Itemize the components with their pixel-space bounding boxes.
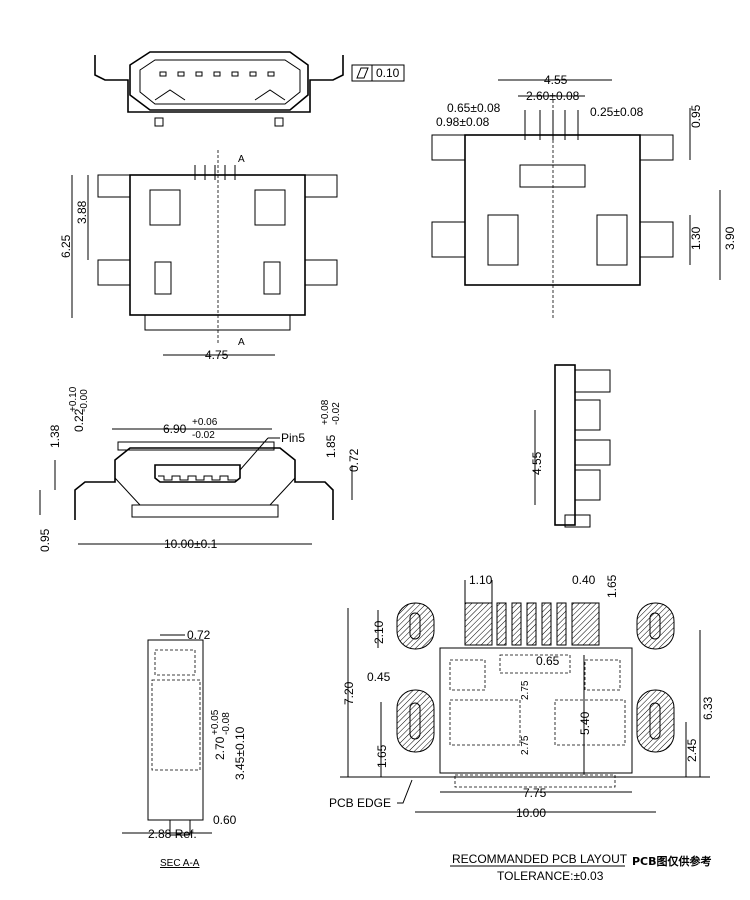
front-view: 6.90 +0.06 -0.02 Pin5 1.38 0.22 +0.10 -0… — [38, 386, 361, 552]
tol-0-22-up: +0.10 — [68, 386, 79, 412]
dim-6-90: 6.90 — [163, 422, 187, 436]
pcb-dim-7-75: 7.75 — [523, 786, 547, 800]
dim-1-85: 1.85 — [324, 434, 338, 458]
dim-0-22: 0.22 — [72, 408, 86, 432]
flatness-tolerance-frame: 0.10 — [351, 64, 405, 82]
dim-0-65: 0.65±0.08 — [447, 101, 501, 115]
section-mark-a-bottom: A — [238, 337, 245, 348]
dim-0-72-sec: 0.72 — [187, 628, 211, 642]
dim-0-95: 0.95 — [689, 104, 703, 128]
top-right-view: 4.55 2.60±0.08 0.65±0.08 0.98±0.08 0.25±… — [431, 73, 737, 320]
dim-0-98: 0.98±0.08 — [436, 115, 490, 129]
usb-receptacle-opening — [154, 464, 241, 483]
tol-0-22-dn: -0.00 — [79, 389, 90, 412]
pcb-edge-label: PCB EDGE — [329, 796, 391, 810]
dim-4-55-side: 4.55 — [530, 451, 544, 475]
pcb-tolerance: TOLERANCE:±0.03 — [497, 869, 604, 883]
tol-6-90-up: +0.06 — [192, 417, 218, 428]
dim-2-70: 2.70 — [213, 736, 227, 760]
dim-1-30: 1.30 — [689, 226, 703, 250]
dim-3-90: 3.90 — [723, 226, 737, 250]
dim-0-72: 0.72 — [347, 448, 361, 472]
dim-0-25: 0.25±0.08 — [590, 105, 644, 119]
top-view: A A 3.88 6.25 4.75 — [59, 150, 338, 362]
dim-0-60: 0.60 — [213, 813, 237, 827]
dim-3-45: 3.45±0.10 — [233, 726, 247, 780]
pcb-dim-0-65: 0.65 — [536, 654, 560, 668]
section-mark-a-top: A — [238, 154, 245, 165]
dim-0-95: 0.95 — [38, 528, 52, 552]
pcb-dim-6-33: 6.33 — [701, 696, 715, 720]
dim-10-00: 10.00±0.1 — [164, 537, 218, 551]
pcb-dim-2-45: 2.45 — [685, 738, 699, 762]
tol-1-85-up: +0.08 — [320, 399, 331, 425]
dim-6-25: 6.25 — [59, 234, 73, 258]
side-view: 4.55 — [530, 364, 611, 528]
pcb-dim-5-40: 5.40 — [578, 711, 592, 735]
front-outline-view: 0.10 — [94, 51, 405, 127]
pcb-dim-1-65-top: 1.65 — [605, 574, 619, 598]
dim-4-75: 4.75 — [205, 348, 229, 362]
section-view: 0.72 2.70 +0.05 -0.08 3.45±0.10 0.60 2.8… — [122, 628, 247, 869]
pcb-reference-note: PCB图仅供参考 — [632, 854, 712, 868]
dim-2-60: 2.60±0.08 — [526, 89, 580, 103]
dim-3-88: 3.88 — [75, 200, 89, 224]
pcb-dim-10-00: 10.00 — [516, 806, 546, 820]
pcb-layout-title: RECOMMANDED PCB LAYOUT — [452, 852, 628, 866]
flatness-icon — [356, 67, 369, 79]
tol-2-70-dn: -0.08 — [221, 712, 232, 735]
tol-2-70-up: +0.05 — [210, 709, 221, 735]
pcb-dim-1-65: 1.65 — [375, 744, 389, 768]
flatness-value: 0.10 — [376, 66, 400, 80]
pcb-dim-2-75-b: 2.75 — [520, 735, 531, 755]
dim-1-38: 1.38 — [48, 424, 62, 448]
pcb-dim-2-10: 2.10 — [372, 620, 386, 644]
pcb-layout: 1.10 0.40 1.65 2.10 7.20 0.45 0.65 2.75 … — [329, 573, 715, 883]
tol-1-85-dn: -0.02 — [331, 402, 342, 425]
pcb-dim-2-75-a: 2.75 — [520, 680, 531, 700]
pin5-label: Pin5 — [281, 431, 305, 445]
dim-2-88: 2.88 Ref. — [148, 827, 197, 841]
dim-4-55: 4.55 — [544, 73, 568, 87]
pcb-dim-7-20: 7.20 — [342, 681, 356, 705]
pcb-dim-0-40: 0.40 — [572, 573, 596, 587]
pcb-dim-0-45: 0.45 — [367, 670, 391, 684]
tol-6-90-dn: -0.02 — [192, 430, 215, 441]
pcb-dim-1-10: 1.10 — [469, 573, 493, 587]
section-title: SEC A-A — [160, 858, 200, 869]
